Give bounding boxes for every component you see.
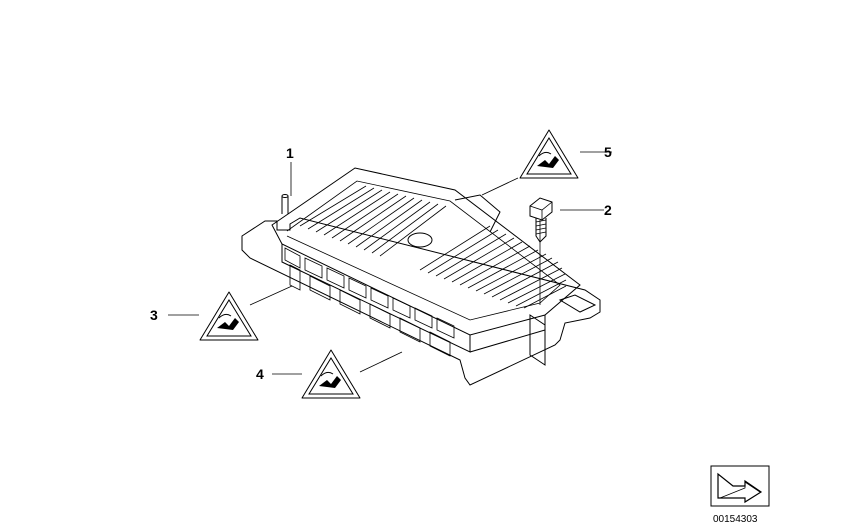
callout-4: 4 — [256, 366, 264, 382]
electrostatic-warning-triangle-icon — [199, 291, 259, 341]
control-unit-module-icon — [241, 167, 601, 386]
screw-icon — [529, 197, 553, 243]
leader-lines — [168, 151, 612, 375]
callout-5: 5 — [604, 144, 612, 160]
next-page-arrow-icon[interactable] — [710, 465, 770, 507]
document-number: 00154303 — [713, 514, 758, 525]
callout-1: 1 — [286, 145, 294, 161]
cooling-ribs — [299, 185, 567, 309]
electrostatic-warning-triangle-icon — [301, 349, 361, 399]
connector-slots — [284, 247, 455, 357]
electrostatic-warning-triangle-icon — [519, 129, 579, 179]
callout-2: 2 — [604, 202, 612, 218]
callout-3: 3 — [150, 307, 158, 323]
